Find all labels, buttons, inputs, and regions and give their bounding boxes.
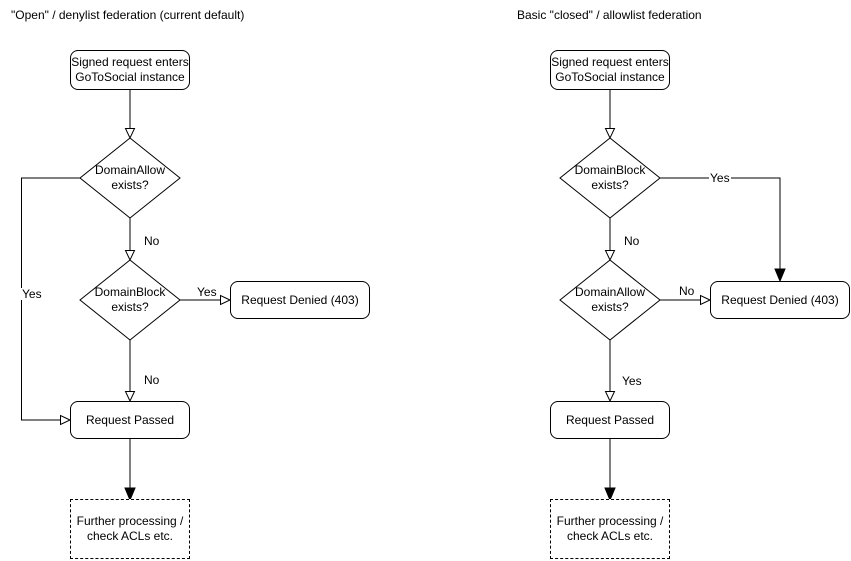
left-edge-label-block-no: No — [143, 373, 161, 387]
right-edge-label-allow-yes: Yes — [621, 374, 643, 388]
right-edge-passed-to-further — [604, 439, 616, 502]
left-edge-decision2-yes-to-denied — [180, 294, 232, 306]
right-further-node: Further processing / check ACLs etc. — [550, 499, 670, 559]
right-decision1-diamond — [559, 137, 661, 219]
right-edge-decision1-yes-to-denied — [660, 177, 786, 283]
left-edge-decision1-yes-to-passed — [21, 177, 80, 426]
right-passed-node: Request Passed — [550, 401, 670, 439]
left-start-label: Signed request enters GoToSocial instanc… — [71, 55, 189, 84]
left-edge-label-allow-no: No — [143, 234, 161, 248]
right-edge-label-block-yes: Yes — [709, 171, 731, 185]
left-further-label: Further processing / check ACLs etc. — [76, 514, 184, 543]
left-edge-passed-to-further — [124, 439, 136, 502]
left-decision2-diamond — [79, 259, 181, 341]
left-further-node: Further processing / check ACLs etc. — [70, 499, 190, 559]
right-edge-label-allow-no: No — [678, 284, 696, 298]
right-denied-node: Request Denied (403) — [710, 281, 850, 319]
left-decision1-diamond — [79, 137, 181, 219]
right-passed-label: Request Passed — [565, 412, 655, 427]
left-edge-label-allow-yes: Yes — [21, 287, 43, 301]
left-passed-node: Request Passed — [70, 401, 190, 439]
left-edge-decision1-no-to-decision2 — [124, 218, 136, 262]
left-start-node: Signed request enters GoToSocial instanc… — [70, 50, 190, 90]
left-chart-title: "Open" / denylist federation (current de… — [11, 8, 245, 22]
left-passed-label: Request Passed — [85, 412, 175, 427]
right-edge-decision1-no-to-decision2 — [604, 218, 616, 262]
left-denied-node: Request Denied (403) — [230, 281, 370, 319]
right-edge-decision2-yes-to-passed — [604, 340, 616, 403]
left-edge-label-block-yes: Yes — [196, 285, 218, 299]
left-edge-decision2-no-to-passed — [124, 340, 136, 403]
right-edge-label-block-no: No — [623, 234, 641, 248]
right-start-node: Signed request enters GoToSocial instanc… — [550, 50, 670, 90]
right-start-label: Signed request enters GoToSocial instanc… — [551, 55, 669, 84]
right-denied-label: Request Denied (403) — [721, 292, 839, 307]
right-edge-decision2-no-to-denied — [660, 294, 712, 306]
left-denied-label: Request Denied (403) — [241, 292, 359, 307]
right-chart-title: Basic "closed" / allowlist federation — [517, 8, 702, 22]
right-further-label: Further processing / check ACLs etc. — [556, 514, 664, 543]
right-decision2-diamond — [559, 259, 661, 341]
right-edge-start-to-decision1 — [604, 90, 616, 140]
left-edge-start-to-decision1 — [124, 90, 136, 140]
